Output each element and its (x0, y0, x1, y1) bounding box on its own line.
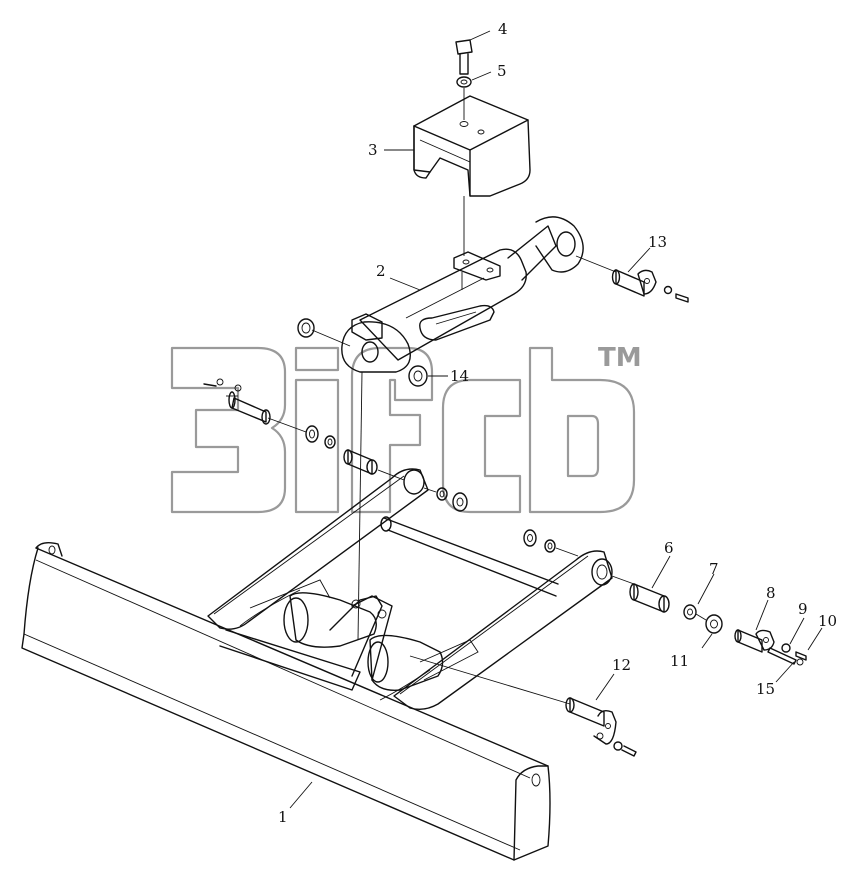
callout-6: 6 (664, 539, 674, 557)
leader-lines (289, 30, 823, 809)
grease-fitting-15 (767, 647, 804, 666)
washer-11 (705, 614, 723, 634)
callout-9: 9 (798, 600, 808, 618)
pin-13 (611, 269, 657, 297)
washer-left-3 (436, 487, 448, 501)
bushing-left (343, 449, 378, 475)
washer-left-2 (324, 435, 336, 449)
bolt-12 (613, 741, 637, 757)
callout-13: 13 (648, 233, 667, 251)
washer-7 (683, 604, 697, 620)
callout-7: 7 (709, 560, 719, 578)
pin-12 (565, 697, 617, 745)
washer-14 (408, 365, 428, 387)
callout-4: 4 (498, 20, 508, 38)
cylinder (341, 216, 584, 373)
washer (456, 76, 472, 88)
callout-15: 15 (756, 680, 775, 698)
watermark-logo (170, 346, 636, 514)
bolt-13 (663, 285, 689, 303)
bolt-10 (795, 651, 807, 661)
callout-1: 1 (278, 808, 288, 826)
callout-14: 14 (450, 367, 469, 385)
blade (21, 541, 551, 861)
washer-left-top (297, 318, 315, 338)
watermark-trademark: TM (598, 343, 642, 373)
callout-12: 12 (612, 656, 631, 674)
pin-8 (734, 629, 775, 653)
washer-left-1 (305, 425, 319, 443)
callouts: 4 5 3 2 13 14 6 7 8 9 10 11 15 12 1 (278, 20, 837, 826)
bushing-6 (629, 583, 670, 613)
bolt (455, 39, 473, 75)
washer-left-4 (452, 492, 468, 512)
callout-5: 5 (497, 62, 507, 80)
callout-3: 3 (368, 141, 378, 159)
callout-10: 10 (818, 612, 837, 630)
washer-right-2 (544, 539, 556, 553)
pin-left (203, 378, 307, 433)
push-frame (207, 468, 613, 711)
washer-right-1 (523, 529, 537, 547)
callout-11: 11 (670, 652, 689, 670)
callout-2: 2 (376, 262, 386, 280)
callout-8: 8 (766, 584, 776, 602)
nut-9 (781, 643, 791, 653)
cover (413, 95, 531, 197)
